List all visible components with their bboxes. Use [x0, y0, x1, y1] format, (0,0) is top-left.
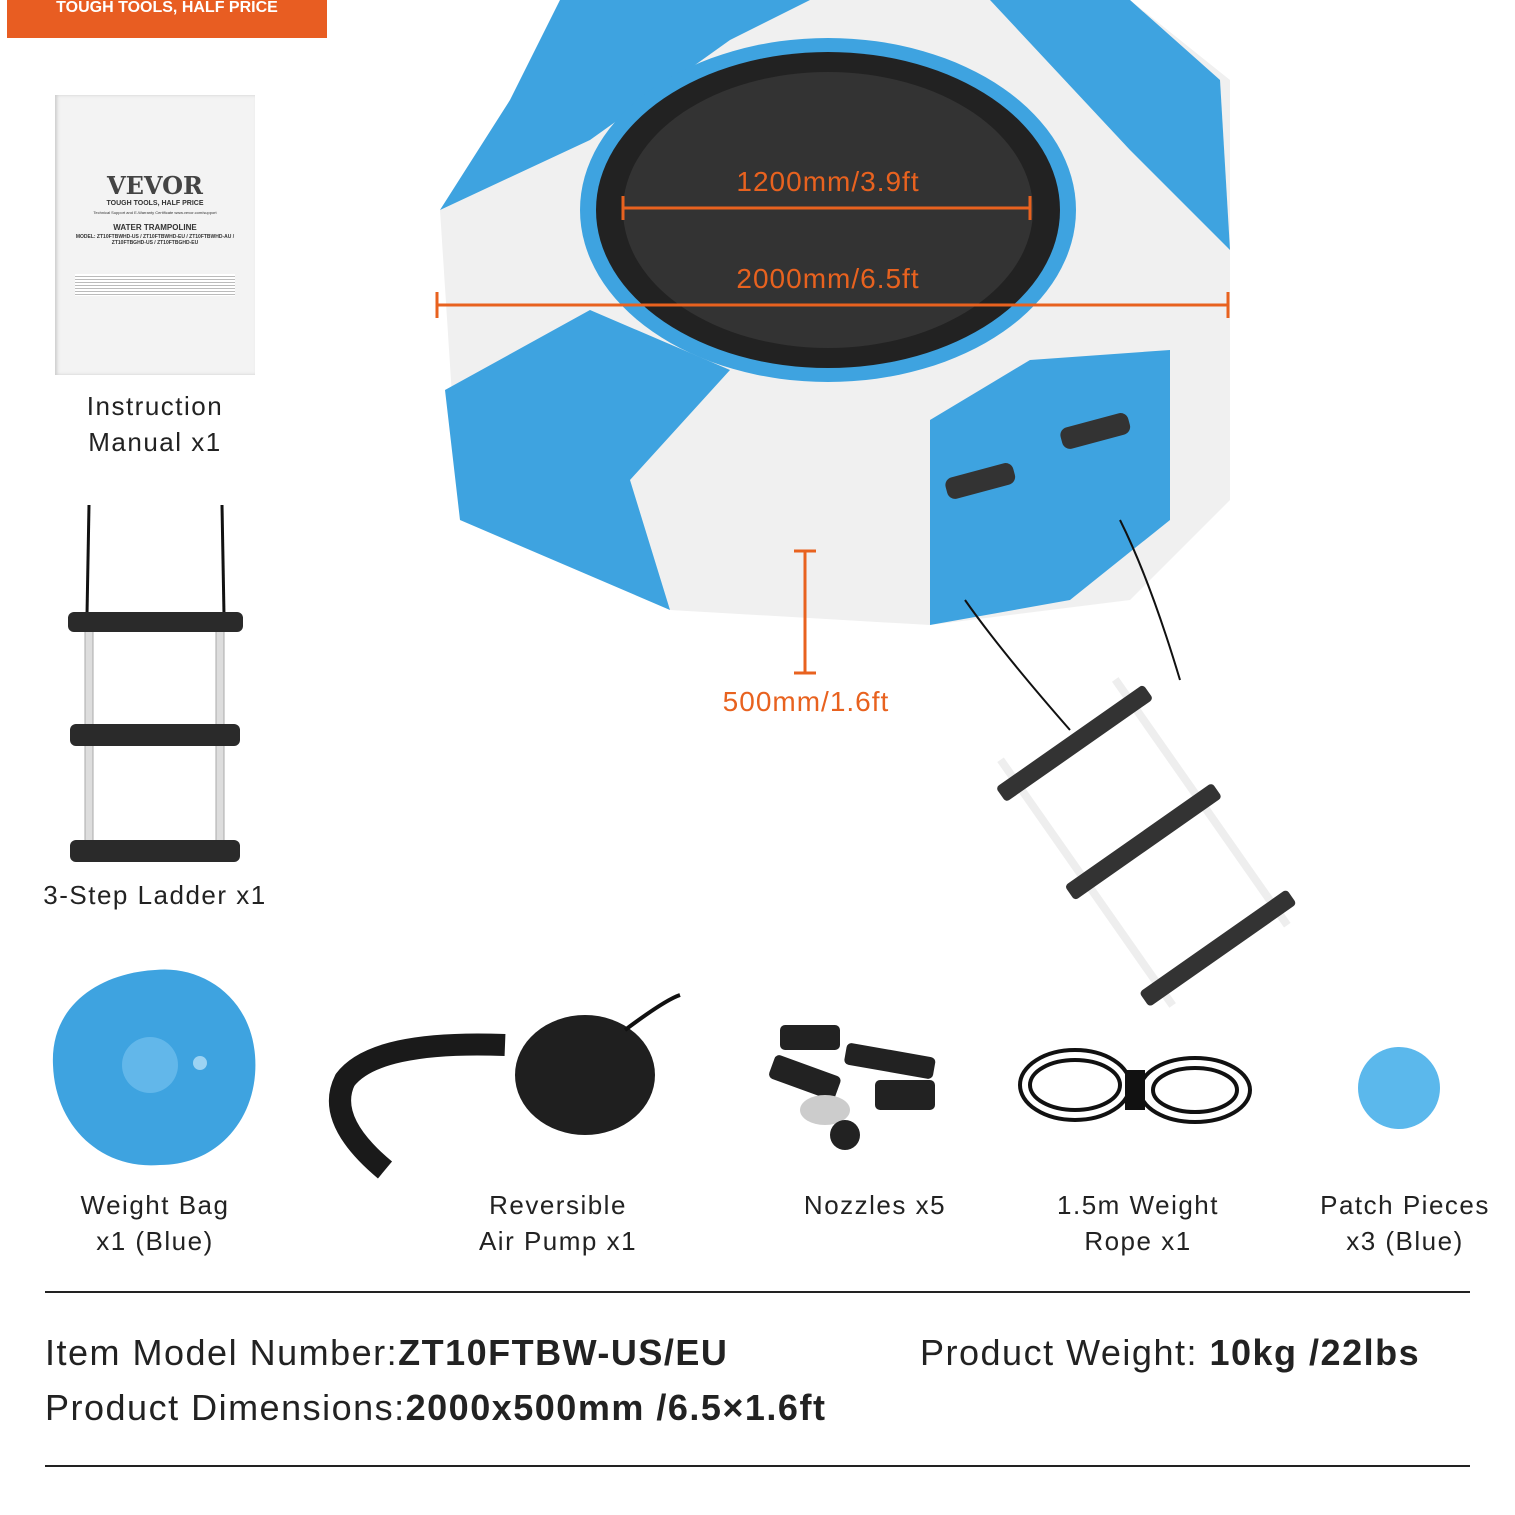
nozzles-image — [769, 1025, 936, 1150]
trampoline-image — [435, 0, 1296, 1008]
label-ladder: 3-Step Ladder x1 — [43, 880, 267, 910]
spec-dimensions: Product Dimensions:2000x500mm /6.5×1.6ft — [45, 1387, 827, 1428]
inner-diameter-label: 1200mm/3.9ft — [736, 166, 920, 197]
divider-top — [45, 1291, 1470, 1293]
manual-brand: VEVOR — [107, 171, 203, 200]
patch-piece-image — [1358, 1047, 1440, 1129]
ladder-image — [68, 504, 243, 862]
brand-banner: TOUGH TOOLS, HALF PRICE — [7, 0, 327, 38]
outer-diameter-label: 2000mm/6.5ft — [736, 263, 920, 294]
height-label: 500mm/1.6ft — [722, 686, 890, 717]
air-pump-image — [329, 993, 681, 1179]
manual-body-text — [75, 274, 235, 296]
manual-model: MODEL: ZT10FTBWHD-US / ZT10FTBWHD-EU / Z… — [75, 234, 235, 246]
manual-title: WATER TRAMPOLINE — [113, 223, 197, 232]
rope-image — [1018, 1048, 1252, 1124]
spec-weight: Product Weight: 10kg /22lbs — [920, 1332, 1421, 1373]
manual-tagline: TOUGH TOOLS, HALF PRICE — [106, 200, 204, 207]
weight-bag-image — [52, 969, 256, 1166]
divider-bottom — [45, 1465, 1470, 1467]
instruction-manual-image: VEVOR TOUGH TOOLS, HALF PRICE Technical … — [55, 95, 255, 375]
spec-model: Item Model Number:ZT10FTBW-US/EU — [45, 1332, 729, 1373]
label-nozzles: Nozzles x5 — [803, 1190, 947, 1220]
manual-support: Technical Support and E-Warranty Certifi… — [93, 210, 217, 215]
